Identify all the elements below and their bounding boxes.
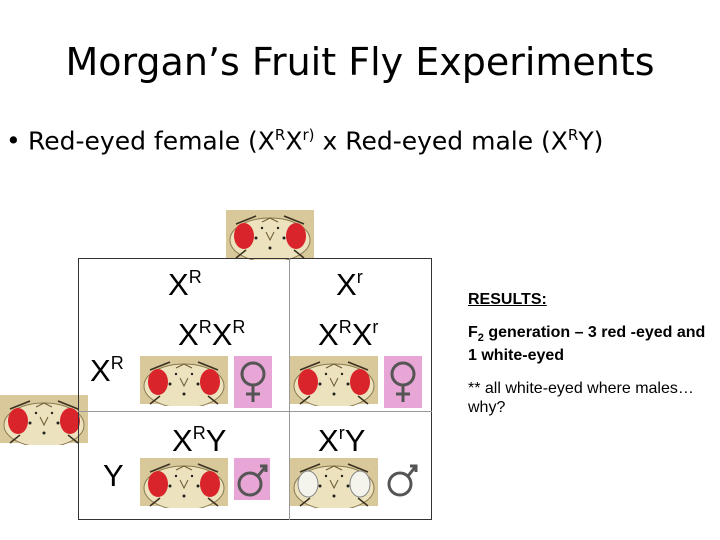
fly-head-red-eyed-icon: [0, 395, 88, 445]
male-symbol-icon: [234, 458, 270, 500]
results-panel: RESULTS: F2 generation – 3 red -eyed and…: [468, 290, 708, 417]
male-symbol-icon: [387, 464, 418, 497]
genotype-cell-22: XrY: [318, 423, 366, 458]
fly-head-red-eyed-icon: [290, 356, 379, 406]
punnett-square: [78, 258, 432, 520]
column-header-x-r-recessive-allele: Xr: [336, 267, 363, 302]
fly-head-white-eyed-icon: [290, 458, 379, 508]
column-header-x-r-allele: XR: [168, 267, 202, 302]
fly-head-red-eyed-icon: [140, 356, 229, 406]
genotype-cell-12: XRXr: [318, 317, 379, 352]
grid-divider: [289, 258, 290, 520]
female-symbol-icon: [234, 356, 272, 408]
f2-generation-result: F2 generation – 3 red -eyed and 1 white-…: [468, 324, 706, 364]
genotype-cell-11: XRXR: [178, 317, 246, 352]
row-header-x-r-allele: XR: [90, 353, 124, 388]
cross-description: •Red-eyed female (XRXr) x Red-eyed male …: [6, 126, 604, 156]
grid-divider: [78, 411, 432, 412]
results-note: ** all white-eyed where males…why?: [468, 379, 694, 416]
bullet-dot: •: [6, 126, 21, 156]
results-heading: RESULTS:: [468, 291, 547, 308]
slide-title: Morgan’s Fruit Fly Experiments: [65, 40, 655, 84]
fly-head-red-eyed-icon: [226, 210, 315, 260]
row-header-y-allele: Y: [103, 458, 124, 493]
female-symbol-icon: [384, 356, 422, 408]
fly-head-red-eyed-icon: [140, 458, 229, 508]
genotype-cell-21: XRY: [172, 423, 227, 458]
